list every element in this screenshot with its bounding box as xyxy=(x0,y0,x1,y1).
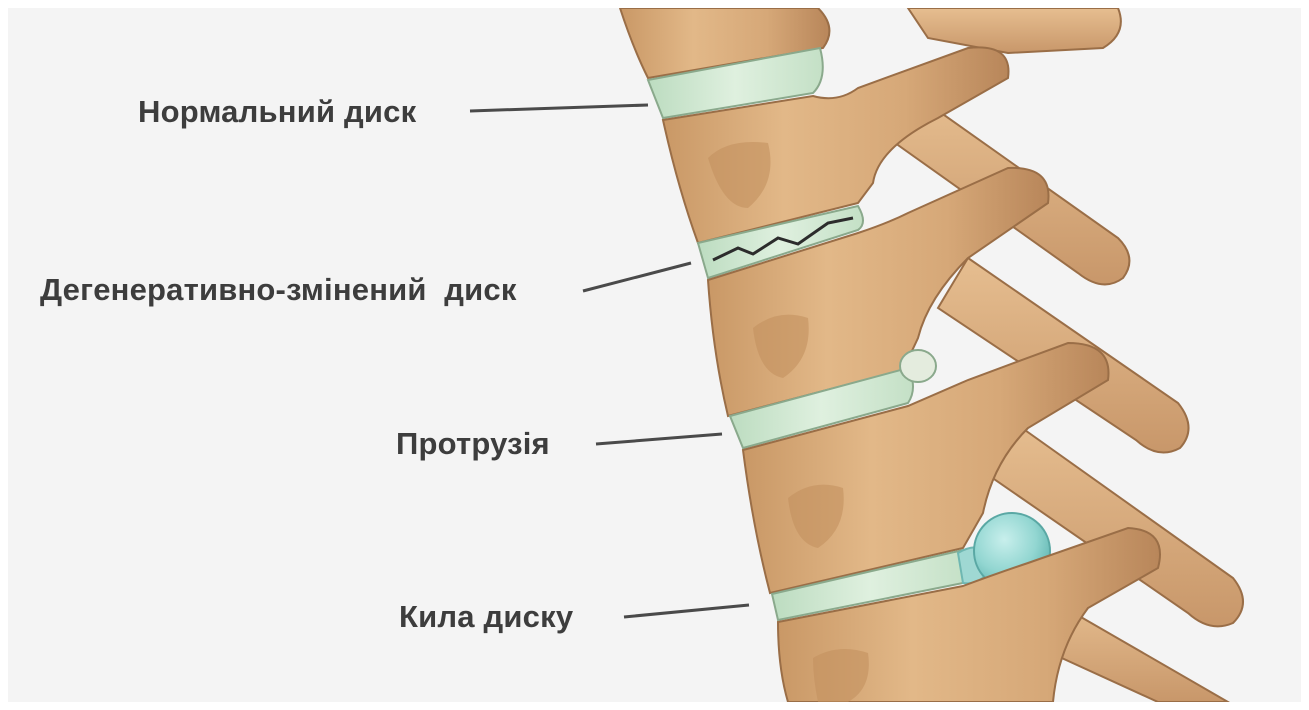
label-normal-disc: Нормальний диск xyxy=(138,94,416,130)
vertebra-top xyxy=(620,8,1121,78)
leader-line-protrusion xyxy=(596,434,722,444)
leader-line-hernia xyxy=(624,605,749,617)
leader-line-degenerative xyxy=(583,263,691,291)
label-degenerative-disc: Дегенеративно-змінений диск xyxy=(40,272,517,308)
label-protrusion: Протрузія xyxy=(396,426,550,462)
label-hernia: Кила диску xyxy=(399,599,573,635)
diagram-canvas: Нормальний диск Дегенеративно-змінений д… xyxy=(8,8,1301,702)
leader-line-normal xyxy=(470,105,648,111)
